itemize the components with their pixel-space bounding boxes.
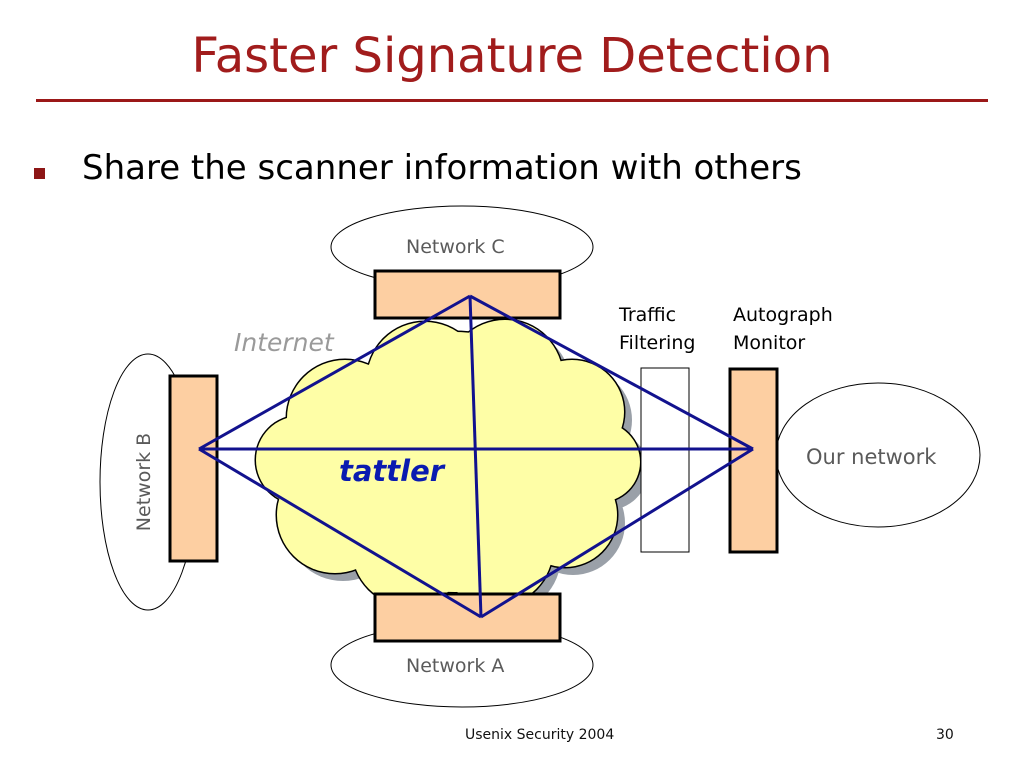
footer-text: Usenix Security 2004 [465, 727, 615, 743]
page-number: 30 [936, 727, 954, 743]
tattler-label: tattler [339, 454, 445, 488]
link-c-a [468, 295, 483, 618]
title-divider [36, 99, 988, 102]
network-a-monitor [373, 592, 562, 643]
our-network-label: Our network [806, 445, 937, 469]
link-b-c [198, 294, 471, 451]
traffic-filter-box [640, 367, 690, 553]
traffic-filtering-line-2: Filtering [619, 332, 696, 354]
autograph-monitor-label: Autograph Monitor [733, 301, 833, 357]
tattler-links [198, 294, 754, 619]
network-c-monitor [373, 269, 562, 320]
bullet-text: Share the scanner information with other… [82, 148, 802, 188]
traffic-filtering-line-1: Traffic [619, 304, 677, 326]
bullet-square-icon [34, 168, 45, 179]
internet-label: Internet [234, 328, 334, 357]
autograph-monitor-line-2: Monitor [733, 332, 806, 354]
network-c-label: Network C [406, 236, 505, 258]
autograph-monitor-line-1: Autograph [733, 304, 833, 326]
traffic-filtering-label: Traffic Filtering [619, 301, 695, 357]
autograph-monitor [728, 367, 779, 554]
network-a-label: Network A [406, 655, 505, 677]
link-a-b [198, 447, 482, 619]
internet-cloud [256, 320, 640, 606]
network-b-monitor [168, 374, 219, 563]
link-our-a [480, 447, 754, 619]
network-b-label: Network B [133, 432, 155, 532]
slide-title: Faster Signature Detection [191, 28, 833, 84]
link-c-our [469, 294, 754, 451]
